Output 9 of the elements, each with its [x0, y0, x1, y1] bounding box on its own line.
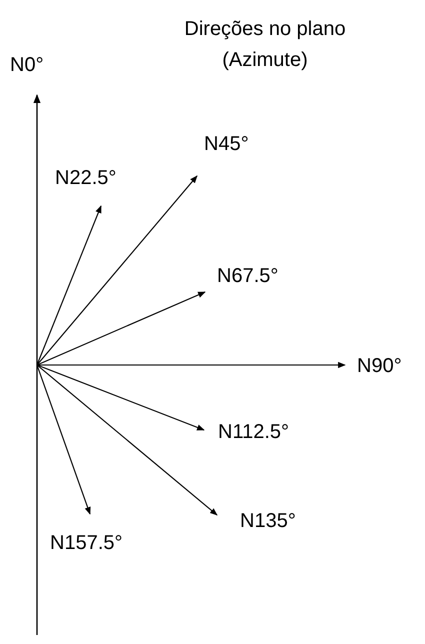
direction-label: N67.5°: [217, 266, 278, 286]
direction-label: N157.5°: [50, 533, 122, 553]
direction-label: N135°: [240, 511, 296, 531]
direction-label: N0°: [10, 55, 44, 75]
direction-label: N112.5°: [218, 422, 290, 442]
direction-label: N90°: [357, 356, 402, 376]
title: Direções no plano (Azimute): [183, 17, 347, 73]
direction-label: N22.5°: [55, 168, 116, 188]
direction-label: N45°: [204, 134, 249, 154]
